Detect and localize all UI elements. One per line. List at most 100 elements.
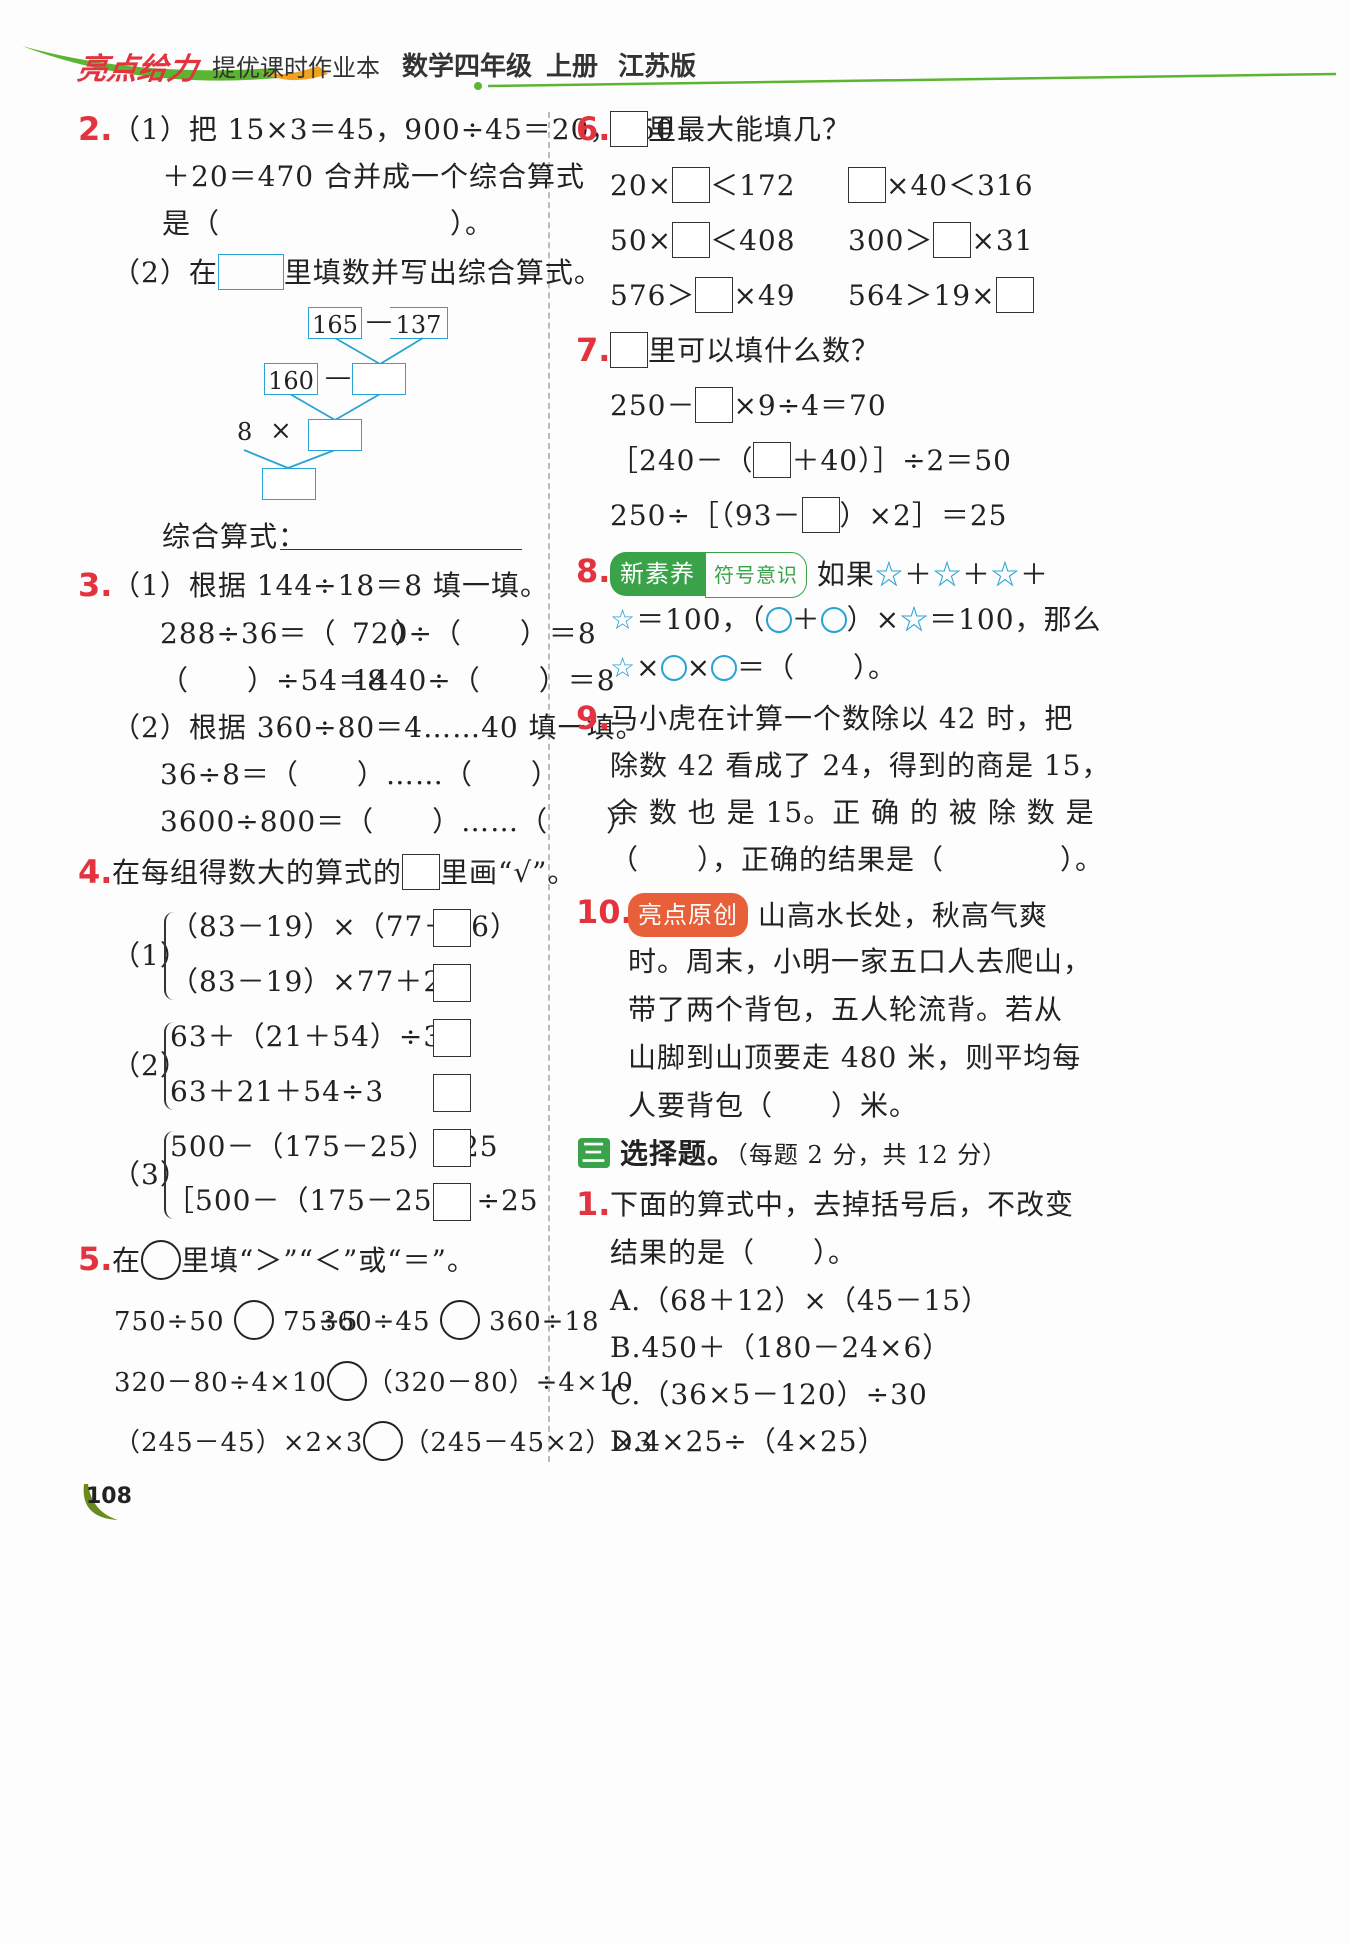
brace	[164, 1131, 174, 1219]
q8-line3: ☆××＝（ ）。	[610, 648, 897, 688]
diagram-empty-box[interactable]	[308, 419, 362, 451]
expr: ×31	[971, 224, 1034, 257]
diagram-number-8: 8	[237, 418, 253, 446]
answer-box[interactable]	[695, 277, 734, 313]
page-number-ornament	[83, 1484, 118, 1520]
question-number: 7.	[576, 331, 611, 369]
q5-title: 在里填“＞”“＜”或“＝”。	[112, 1240, 476, 1281]
q3-row2a[interactable]: （ ）÷54＝8	[160, 664, 386, 697]
q6-r2b: 300＞×31	[848, 221, 1034, 261]
question-number: 9.	[576, 699, 611, 737]
star-icon: ☆	[610, 651, 637, 684]
q8-text: 如果	[816, 558, 875, 591]
expr: ＜408	[710, 224, 796, 257]
star-icon: ☆	[900, 603, 930, 636]
expr: 750÷50	[114, 1307, 225, 1337]
diagram-box-160: 160	[264, 363, 318, 395]
q4-group-label: （1）	[112, 939, 189, 972]
answer-box[interactable]	[672, 222, 711, 258]
expr: 360÷18	[489, 1307, 600, 1337]
expr: 250÷［（93－	[610, 499, 802, 532]
star-icon: ☆	[932, 558, 962, 591]
check-box[interactable]	[433, 1183, 471, 1221]
answer-box[interactable]	[933, 222, 972, 258]
star-icon: ☆	[990, 558, 1020, 591]
q8-text: ＝100，那么	[929, 603, 1102, 636]
circle-icon	[820, 607, 847, 633]
question-number: 3.	[78, 566, 113, 604]
q3-part2: （2）根据 360÷80＝4……40 填一填。	[112, 711, 645, 744]
answer-box[interactable]	[848, 167, 886, 203]
circle-icon	[660, 655, 687, 681]
compare-circle[interactable]	[233, 1300, 274, 1340]
q6-title-text: 里最大能填几？	[648, 113, 852, 146]
q3-row1a[interactable]: 288÷36＝（ ）	[160, 617, 424, 650]
answer-box[interactable]	[672, 167, 711, 203]
q10-line5[interactable]: 人要背包（ ）米。	[628, 1089, 919, 1122]
compare-circle[interactable]	[326, 1361, 367, 1401]
circle-icon	[765, 607, 792, 633]
q3-row4[interactable]: 3600÷800＝（ ）……（ ）	[160, 805, 636, 838]
q3-row2b[interactable]: 1440÷（ ）＝8	[352, 664, 616, 697]
expr: ×9÷4＝70	[733, 389, 887, 422]
answer-box[interactable]	[801, 497, 840, 533]
sample-box	[610, 111, 648, 147]
answer-box[interactable]	[695, 387, 734, 423]
q10-line1: 亮点原创 山高水长处，秋高气爽	[628, 893, 1048, 937]
q7-r1: 250－×9÷4＝70	[610, 386, 887, 426]
diagram-result-box[interactable]	[262, 468, 316, 500]
sample-box	[402, 854, 441, 890]
q3-row1b[interactable]: 720÷（ ）＝8	[352, 617, 597, 650]
q4-title-b: 里画“√”。	[440, 856, 577, 889]
formula-answer-line[interactable]	[280, 549, 522, 550]
q2-part2-text-a: （2）在	[112, 256, 218, 289]
q8-answer-blank[interactable]: ＝（ ）。	[737, 651, 898, 684]
q9-line4[interactable]: （ ），正确的结果是（ ）。	[610, 843, 1105, 876]
q2-part2-line: （2）在里填数并写出综合算式。	[112, 253, 603, 293]
question-number: 8.	[576, 552, 611, 590]
page-number: 108	[86, 1484, 132, 1509]
expr: 20×	[610, 169, 673, 202]
q9-line1: 马小虎在计算一个数除以 42 时，把	[610, 702, 1074, 735]
mc1-option-a[interactable]: A.（68＋12）×（45－15）	[610, 1284, 991, 1317]
q2-part1-line3: 是（）。	[162, 204, 494, 244]
q6-r3a: 576＞×49	[610, 276, 796, 316]
q2-diagram-lines	[243, 337, 424, 469]
diagram-empty-box[interactable]	[352, 363, 406, 395]
diagram-times: ×	[270, 416, 292, 446]
q10-line4: 山脚到山顶要走 480 米，则平均每	[628, 1041, 1082, 1074]
diagram-box-137: 137	[390, 307, 448, 339]
q3-row3[interactable]: 36÷8＝（ ）……（ ）	[160, 758, 560, 791]
q5-row1: 750÷50 75÷5	[114, 1300, 358, 1342]
section-3-header: 三 选择题。（每题 2 分，共 12 分）	[578, 1134, 1007, 1175]
mc1-option-b[interactable]: B.450＋（180－24×6）	[610, 1331, 952, 1364]
expr: （245－45）×2×3	[114, 1428, 364, 1458]
answer-box[interactable]	[753, 442, 792, 478]
q10-text: 山高水长处，秋高气爽	[757, 899, 1048, 932]
q4-title-a: 在每组得数大的算式的	[112, 856, 403, 889]
mc1-option-c[interactable]: C.（36×5－120）÷30	[610, 1378, 928, 1411]
column-divider	[548, 112, 550, 1462]
q5-row2: 320－80÷4×10（320－80）÷4×10	[114, 1361, 634, 1403]
q3-part1: （1）根据 144÷18＝8 填一填。	[112, 569, 549, 602]
compare-circle[interactable]	[363, 1421, 404, 1461]
mc1-option-d[interactable]: D.4×25÷（4×25）	[610, 1425, 887, 1458]
check-box[interactable]	[433, 1074, 471, 1112]
circle-icon	[711, 655, 738, 681]
compare-circle[interactable]	[439, 1300, 480, 1340]
plus: ＋	[1020, 558, 1050, 591]
mc1-line1: 下面的算式中，去掉括号后，不改变	[610, 1188, 1075, 1221]
expr: （320－80）÷4×10	[366, 1368, 634, 1398]
answer-box[interactable]	[995, 277, 1034, 313]
q7-title: 里可以填什么数？	[610, 331, 880, 371]
check-box[interactable]	[433, 1129, 471, 1167]
q10-line3: 带了两个背包，五人轮流背。若从	[628, 993, 1064, 1026]
check-box[interactable]	[433, 964, 471, 1002]
original-badge: 亮点原创	[628, 893, 748, 937]
brace	[164, 912, 174, 1000]
mc1-line2[interactable]: 结果的是（ ）。	[610, 1236, 858, 1269]
check-box[interactable]	[433, 1019, 471, 1057]
check-box[interactable]	[433, 909, 471, 947]
section-score-note: （每题 2 分，共 12 分）	[735, 1141, 1008, 1169]
